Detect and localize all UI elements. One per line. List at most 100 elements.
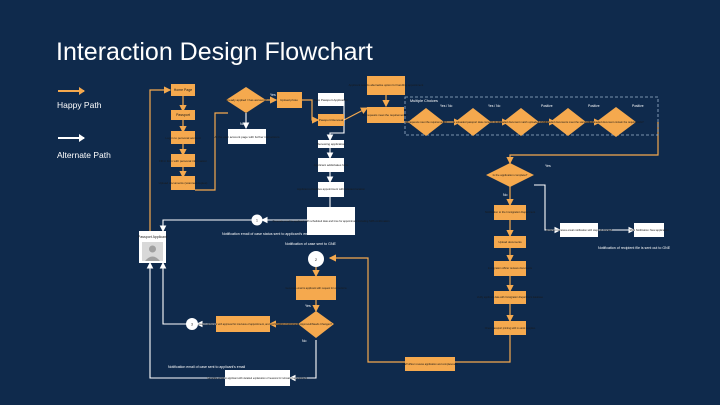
decision-approval: Approved/Needs Changes? xyxy=(298,311,334,338)
node-passport-renewal: Passport Renewal xyxy=(318,114,344,126)
svg-text:Applicant adds/takes form: Applicant adds/takes form xyxy=(314,163,349,167)
svg-text:New Passport Application: New Passport Application xyxy=(314,98,348,102)
alternate-path-connectors xyxy=(146,100,636,382)
svg-text:Generate email to applicant wi: Generate email to applicant with schedul… xyxy=(273,219,390,223)
node-review-docs: Immigration officer reviews documents xyxy=(488,261,533,276)
node-review-2: Staff officer reviews application and co… xyxy=(402,357,458,371)
yes-label-3: Yes xyxy=(305,304,311,308)
node-fill-form: Fill in form with personal information xyxy=(159,154,207,167)
svg-text:Passport Renewal: Passport Renewal xyxy=(319,118,344,122)
node-verify-record: Verify applicant data with Immigration D… xyxy=(477,291,544,304)
svg-text:Uploaded documents meet the st: Uploaded documents meet the standards? xyxy=(544,120,593,124)
no-label-2: No xyxy=(503,193,508,197)
alternate-path-legend-line xyxy=(58,134,85,142)
svg-text:Check passport printing with i: Check passport printing with in-stock su… xyxy=(485,327,536,330)
svg-text:Verify applicant data with Imm: Verify applicant data with Immigration D… xyxy=(477,296,544,299)
svg-text:Approved/Needs Changes?: Approved/Needs Changes? xyxy=(300,322,332,326)
svg-text:Upload documents (scanned copi: Upload documents (scanned copies) xyxy=(159,181,208,185)
svg-text:At the user account page with: At the user account page with further in… xyxy=(214,135,280,139)
person-icon xyxy=(142,242,163,261)
node-notify-doc: Notification to the Immigration Departme… xyxy=(485,205,536,220)
decision-1: Do requests meet the requirements? xyxy=(405,108,448,136)
decision-2: Is uploaded passport data correct? xyxy=(453,108,494,136)
page-title: Interaction Design Flowchart xyxy=(56,38,373,66)
positive-label-3: Positive xyxy=(632,104,644,108)
decision-3: Is uploaded document match uploaded phot… xyxy=(494,108,548,136)
svg-text:Upload photo: Upload photo xyxy=(280,98,298,102)
node-final-send: Generate email to applicant with detaile… xyxy=(207,370,307,386)
svg-text:Applicant selects alternative: Applicant selects alternative option for… xyxy=(349,83,424,87)
node-upload-docs-2: Upload documents xyxy=(494,236,526,248)
node-process-approval: Generate email to applicant with approva… xyxy=(187,316,301,332)
svg-text:Applicant schedules appointmen: Applicant schedules appointment with rel… xyxy=(297,187,365,191)
svg-text:Is the application complete?: Is the application complete? xyxy=(493,173,528,177)
node-applicant-adds: Applicant adds/takes form xyxy=(314,158,349,172)
decision-has-account: Already applied / has account? xyxy=(225,87,267,113)
svg-text:Is uploaded passport data corr: Is uploaded passport data correct? xyxy=(453,120,493,124)
multiple-choices-label: Multiple Choices xyxy=(410,99,438,103)
svg-text:Do requests meet the requireme: Do requests meet the requirements? xyxy=(405,120,448,124)
svg-text:Applicant receives email notif: Applicant receives email notification wi… xyxy=(546,228,613,232)
svg-text:Do requests meet the requireme: Do requests meet the requirements? xyxy=(362,113,408,117)
node-alt-options: Applicant selects alternative option for… xyxy=(349,76,424,95)
svg-text:SMS Notification: New applicat: SMS Notification: New application xyxy=(630,228,669,232)
svg-text:Passport Applicant: Passport Applicant xyxy=(138,235,167,239)
positive-label-2: Positive xyxy=(588,104,600,108)
no-label-1: No xyxy=(240,122,245,126)
circle-connector-1: 1 xyxy=(251,214,263,226)
svg-text:Generate email to applicant wi: Generate email to applicant with request… xyxy=(285,287,347,290)
node-upload-docs: Upload documents (scanned copies) xyxy=(159,176,208,190)
positive-label-1: Positive xyxy=(541,104,553,108)
node-sms-new-application: SMS Notification: New application xyxy=(630,223,669,237)
yes-no-label-2: Yes / No xyxy=(488,104,501,108)
passport-applicant-node: Passport Applicant xyxy=(138,231,167,263)
node-incomplete-mail: Applicant receives email notification wi… xyxy=(546,223,613,237)
decision-5: Is uploaded document contain the require… xyxy=(588,107,644,137)
svg-text:3: 3 xyxy=(191,323,193,327)
svg-text:Fill in form with personal inf: Fill in form with personal information xyxy=(159,159,207,163)
yes-no-label-1: Yes / No xyxy=(440,104,453,108)
node-login-note: At the user account page with further in… xyxy=(214,129,280,144)
happy-path-connectors xyxy=(149,86,659,363)
svg-text:Renewing application: Renewing application xyxy=(317,142,346,146)
decision-is-complete: Is the application complete? xyxy=(486,163,534,187)
happy-path-legend-label: Happy Path xyxy=(57,100,102,110)
svg-text:Is uploaded document match upl: Is uploaded document match uploaded phot… xyxy=(494,120,548,124)
node-home-page: Home Page xyxy=(171,84,195,96)
node-schedule: Applicant schedules appointment with rel… xyxy=(297,182,365,197)
svg-text:Is uploaded document contain t: Is uploaded document contain the require… xyxy=(588,120,644,124)
node-renewing-application: Renewing application xyxy=(317,140,346,148)
svg-text:Generate email to applicant wi: Generate email to applicant with approva… xyxy=(187,323,301,326)
svg-text:2: 2 xyxy=(315,257,318,262)
svg-text:Already applied / has account?: Already applied / has account? xyxy=(225,98,266,102)
svg-text:Generate email to applicant wi: Generate email to applicant with detaile… xyxy=(207,377,307,380)
svg-text:Immigration officer reviews do: Immigration officer reviews documents xyxy=(488,266,533,270)
notif-recipient-label: Notification of recipient file is sent o… xyxy=(598,246,671,250)
circle-connector-3: 3 xyxy=(186,318,198,330)
multiple-choices-group xyxy=(404,96,659,136)
node-email-interview: Generate email to applicant with schedul… xyxy=(273,207,390,235)
svg-text:Log in to personal account: Log in to personal account xyxy=(165,136,200,140)
node-issue-reject: Generate email to applicant with request… xyxy=(285,276,347,300)
happy-path-legend-line xyxy=(58,87,85,95)
node-upload-photo: Upload photo xyxy=(277,92,302,108)
svg-text:Passport: Passport xyxy=(176,113,190,117)
node-new-passport: New Passport Application xyxy=(314,93,348,106)
node-login: Log in to personal account xyxy=(165,131,201,144)
decision-4: Uploaded documents meet the standards? xyxy=(544,108,593,136)
svg-text:Home Page: Home Page xyxy=(174,88,193,92)
node-check-print: Check passport printing with in-stock su… xyxy=(485,321,536,335)
circle-connector-2: 2 xyxy=(308,251,324,267)
svg-text:Notification to the Immigratio: Notification to the Immigration Departme… xyxy=(485,210,536,214)
yes-label-2: Yes xyxy=(545,164,551,168)
notif-email-refusal-label: Notification email of case sent to appli… xyxy=(168,365,245,369)
svg-text:Staff officer reviews applicat: Staff officer reviews application and co… xyxy=(402,363,458,366)
notif-case-sent-label: Notification of case sent to GNE xyxy=(285,242,337,246)
node-passport: Passport xyxy=(171,110,195,120)
svg-text:1: 1 xyxy=(256,219,258,223)
alternate-path-legend-label: Alternate Path xyxy=(57,150,111,160)
yes-label-1: Yes xyxy=(270,93,276,97)
no-label-3: No xyxy=(302,339,307,343)
